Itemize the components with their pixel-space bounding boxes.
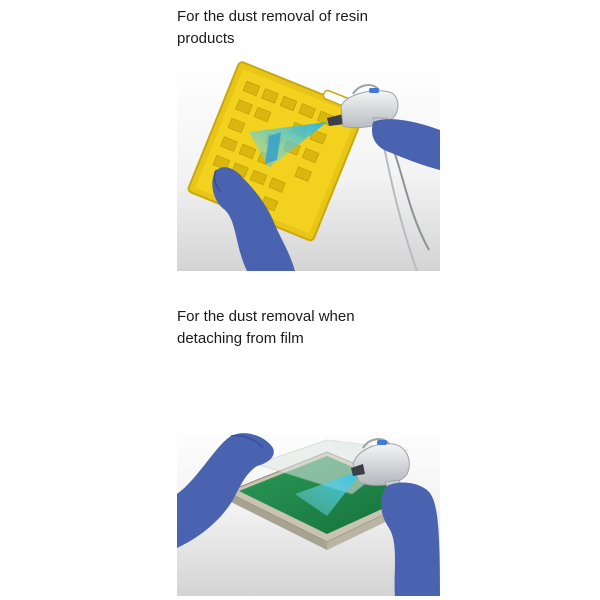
caption-line: detaching from film <box>177 330 304 347</box>
caption-resin-products: For the dust removal of resin products <box>177 6 437 50</box>
caption-line: products <box>177 30 235 47</box>
resin-tray-scene-icon <box>177 60 440 271</box>
ionizer-gun-film-detach-illustration <box>177 424 440 596</box>
caption-film-detaching: For the dust removal when detaching from… <box>177 306 437 350</box>
caption-line: For the dust removal of resin <box>177 8 368 25</box>
ionizer-gun-resin-tray-illustration <box>177 60 440 271</box>
film-detach-scene-icon <box>177 424 440 596</box>
caption-line: For the dust removal when <box>177 308 355 325</box>
